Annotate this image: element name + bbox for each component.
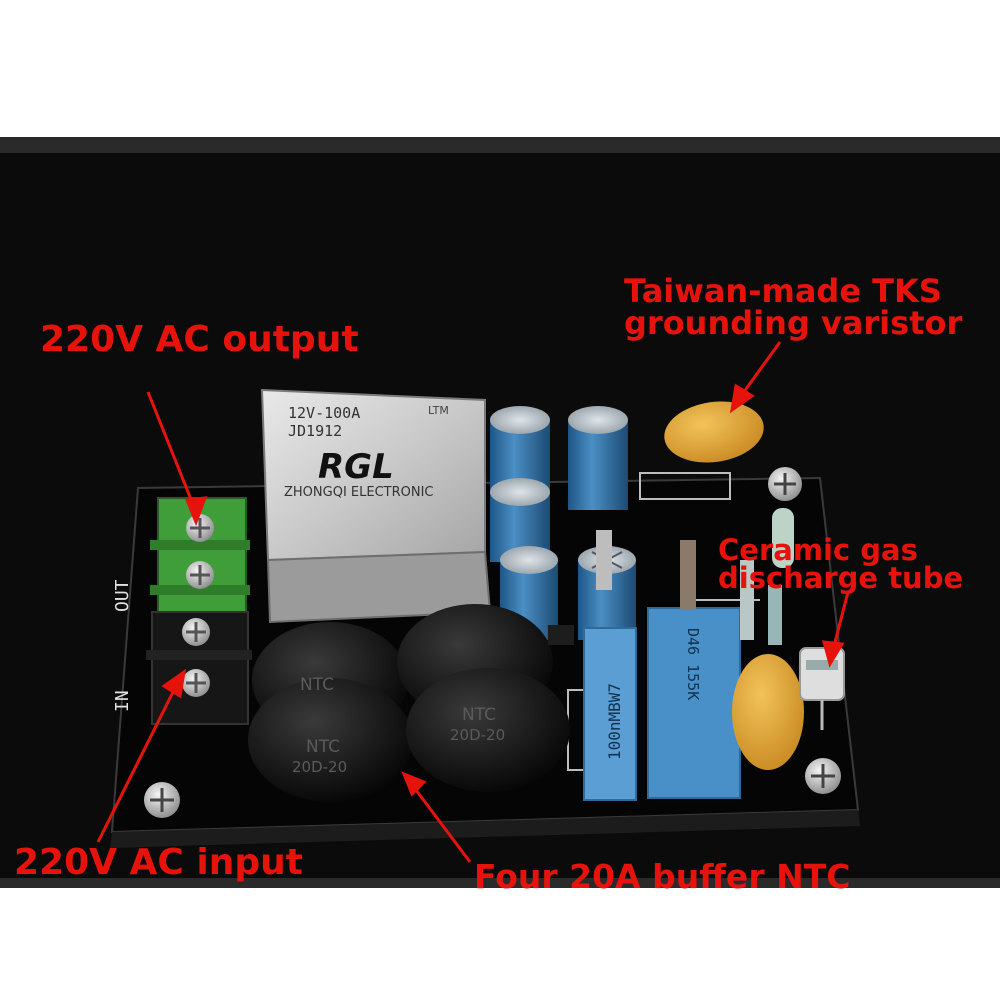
tks-callout-line-1: Taiwan-made TKS — [624, 272, 942, 310]
relay-brand: RGL — [318, 447, 394, 487]
relay-maker: ZHONGQI ELECTRONIC — [284, 485, 434, 500]
ntc-label-3: NTC — [306, 737, 340, 757]
ac-input-callout: 220V AC input — [14, 842, 303, 883]
in-silkscreen: IN — [112, 690, 133, 712]
relay-mark: LTM — [428, 404, 449, 417]
tks-varistor-callout: Taiwan-made TKS grounding varistor — [624, 275, 962, 339]
relay-model: 12V-100A — [288, 404, 360, 422]
tks-callout-line-2: grounding varistor — [624, 304, 963, 342]
terminal-block — [146, 497, 252, 725]
film-capacitors: 100nMBW7 D46 155K — [583, 607, 741, 801]
gas-callout-line-2: discharge tube — [718, 561, 964, 595]
small-components — [548, 508, 794, 645]
ntc-thermistors: NTC NTC 20D-20 NTC 20D-20 — [248, 604, 570, 802]
electrolytic-capacitors — [490, 406, 636, 640]
ntc-buffer-callout: Four 20A buffer NTC — [474, 857, 851, 896]
gas-tube-callout: Ceramic gas discharge tube — [718, 533, 964, 595]
ntc-rating-3: 20D-20 — [292, 758, 347, 776]
out-silkscreen: OUT — [112, 579, 133, 612]
ac-output-callout: 220V AC output — [40, 319, 359, 360]
gas-callout-line-1: Ceramic gas — [718, 533, 918, 567]
ntc-rating-4: 20D-20 — [450, 726, 505, 744]
grounding-varistor — [664, 401, 804, 770]
callout-arrows — [96, 341, 850, 863]
film-cap-2-label: D46 155K — [684, 628, 702, 700]
ntc-label-4: NTC — [462, 705, 496, 725]
mounting-screws — [144, 467, 841, 818]
relay: 12V-100A JD1912 LTM RGL ZHONGQI ELECTRON… — [260, 388, 492, 624]
film-cap-1-label: 100nMBW7 — [605, 683, 624, 760]
relay-code: JD1912 — [288, 422, 342, 440]
ntc-label-1: NTC — [300, 675, 334, 695]
